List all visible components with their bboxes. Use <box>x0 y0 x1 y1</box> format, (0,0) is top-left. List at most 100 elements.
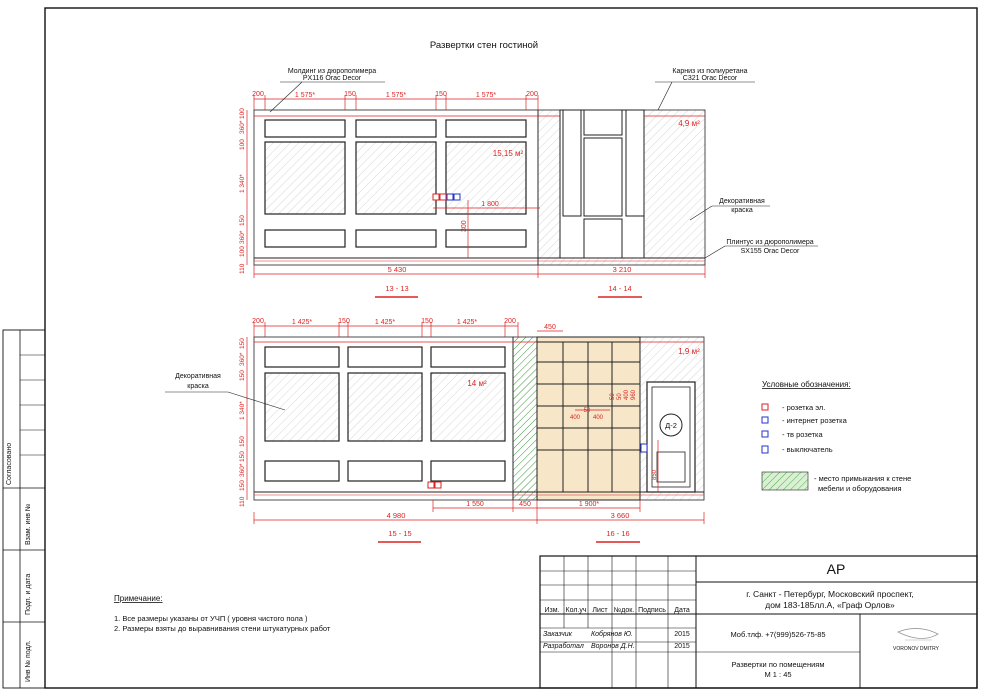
lower-left-dim: 360* <box>239 463 246 477</box>
shelf-dim: 50 <box>617 393 623 400</box>
lower-top-dim: 200 <box>504 318 516 325</box>
upper-callout-plinth: SX155 Orac Decor <box>741 248 800 255</box>
lower-left-dim: 150 <box>239 436 246 447</box>
upper-top-dim: 150 <box>344 91 356 98</box>
tb-name: Воронов Д.Н. <box>591 643 635 650</box>
lower-total-left: 4 980 <box>387 511 406 520</box>
upper-callout-molding: PX116 Orac Decor <box>303 75 362 82</box>
upper-left-dim: 110 <box>239 263 246 274</box>
shelf-dim: 50 <box>584 408 591 414</box>
door-label: Д-2 <box>665 421 677 430</box>
upper-total-right: 3 210 <box>613 265 632 274</box>
stamp-agreed: Согласовано <box>6 443 13 485</box>
lower-left-dim: 150 <box>239 451 246 462</box>
tb-header: Кол.уч <box>566 607 587 614</box>
title-block <box>539 555 978 689</box>
lower-elevation: 50 400 400 50 50 400 960 Д-2 850 14 м² 1… <box>165 318 705 543</box>
note-line: 1. Все размеры указаны от УЧП ( уровня ч… <box>114 614 308 623</box>
legend-item: - интернет розетка <box>782 416 848 425</box>
upper-dim-1800: 1 800 <box>481 201 499 208</box>
lower-top-dim: 1 425* <box>292 319 313 326</box>
upper-callout-paint: Декоративная <box>719 198 765 205</box>
lower-top-dim: 1 425* <box>375 319 396 326</box>
upper-top-dim: 1 575* <box>295 92 316 99</box>
tb-name: Кобрянов Ю. <box>591 630 633 638</box>
lower-left-dim: 360* <box>239 352 246 366</box>
lower-total-right: 3 660 <box>611 511 630 520</box>
upper-top-dim: 150 <box>435 91 447 98</box>
legend-swatch-tv <box>761 430 769 438</box>
legend-item: - розетка эл. <box>782 403 825 412</box>
lower-dim-850: 850 <box>652 469 658 480</box>
stamp-inv-orig: Инв № подл. <box>25 640 32 682</box>
legend-item: - тв розетка <box>782 430 824 439</box>
title-block-text: АР г. Санкт - Петербург, Московский прос… <box>543 561 940 679</box>
legend-hatch-label: мебели и оборудования <box>818 484 902 493</box>
legend-hatch-label: - место примыкания к стене <box>814 474 911 483</box>
legend-swatch-internet <box>761 416 769 424</box>
upper-left-dim: 150 <box>239 215 246 226</box>
upper-callout-cornice: C321 Orac Decor <box>683 75 738 82</box>
stamp-sign-date: Подп. и дата <box>25 574 32 615</box>
tb-header: Лист <box>592 607 608 614</box>
tb-role: Разработал <box>543 642 584 650</box>
side-stamp: Согласовано Взам. инв № Подп. и дата Инв… <box>2 329 46 689</box>
shelf-dim: 400 <box>570 415 581 421</box>
tb-scale: М 1 : 45 <box>764 670 791 679</box>
tb-header: Подпись <box>638 607 666 614</box>
tb-header: №док. <box>614 607 635 614</box>
lower-bottom-dim: 450 <box>519 501 531 508</box>
upper-dim-300: 300 <box>461 220 468 232</box>
notes: Примечание: 1. Все размеры указаны от УЧ… <box>114 594 331 633</box>
tb-role: Заказчик <box>543 631 573 638</box>
upper-area-main: 15,15 м² <box>493 149 524 158</box>
upper-left-dim: 100 <box>239 246 246 257</box>
tb-phone: Моб.тлф. +7(999)526-75-85 <box>730 630 825 639</box>
tb-sheet-title: Развертки по помещениям <box>731 660 824 669</box>
lower-area-right: 1,9 м² <box>678 347 700 356</box>
shelf-dim: 400 <box>624 389 630 400</box>
tb-code: АР <box>827 561 846 577</box>
lower-area-main: 14 м² <box>467 379 487 388</box>
legend-swatch-switch <box>761 445 769 454</box>
legend-swatch-adjoin <box>761 471 809 491</box>
upper-top-dim: 1 575* <box>476 92 497 99</box>
lower-top-dim: 150 <box>421 318 433 325</box>
lower-bottom-dim: 1 550 <box>466 501 484 508</box>
lower-left-dim: 150 <box>239 480 246 491</box>
upper-top-dim: 1 575* <box>386 92 407 99</box>
upper-left-dim: 360* <box>239 230 246 244</box>
lower-left-dim: 150 <box>239 338 246 349</box>
lower-top-dim: 150 <box>338 318 350 325</box>
upper-left-dim: 360* <box>239 120 246 134</box>
lower-top-dim: 200 <box>252 318 264 325</box>
lower-callout-paint: Декоративная <box>175 373 221 380</box>
upper-left-dim: 100 <box>239 108 246 119</box>
lower-top-dim: 1 425* <box>457 319 478 326</box>
legend: Условные обозначения: - розетка эл. - ин… <box>761 380 911 493</box>
lower-shelf-dim: 450 <box>544 324 556 331</box>
upper-callout-paint: краска <box>731 207 753 214</box>
upper-top-dim: 200 <box>252 91 264 98</box>
tb-address: г. Санкт - Петербург, Московский проспек… <box>746 589 914 599</box>
lower-section-left: 15 - 15 <box>388 529 411 538</box>
tb-header: Дата <box>674 607 690 614</box>
upper-callout-plinth: Плинтус из дюрополимера <box>726 239 813 246</box>
logo: VORONOV DMITRY <box>893 628 940 652</box>
stamp-replace-inv: Взам. инв № <box>25 504 32 545</box>
upper-area-right: 4,9 м² <box>678 119 700 128</box>
upper-top-dim: 200 <box>526 91 538 98</box>
upper-callout-molding: Молдинг из дюрополимера <box>288 68 376 75</box>
lower-left-dim: 150 <box>239 370 246 381</box>
logo-text: VORONOV DMITRY <box>893 646 940 652</box>
legend-swatch-socket <box>761 403 769 411</box>
upper-section-left: 13 - 13 <box>385 284 408 293</box>
legend-item: - выключатель <box>782 445 833 454</box>
upper-left-dim: 1 340* <box>239 174 246 193</box>
upper-left-dim: 100 <box>239 139 246 150</box>
tb-date: 2015 <box>674 631 690 638</box>
upper-callout-cornice: Карниз из полиуретана <box>672 68 747 75</box>
note-line: 2. Размеры взяты до выравнивания стени ш… <box>114 624 331 633</box>
shelf-dim: 400 <box>593 415 604 421</box>
